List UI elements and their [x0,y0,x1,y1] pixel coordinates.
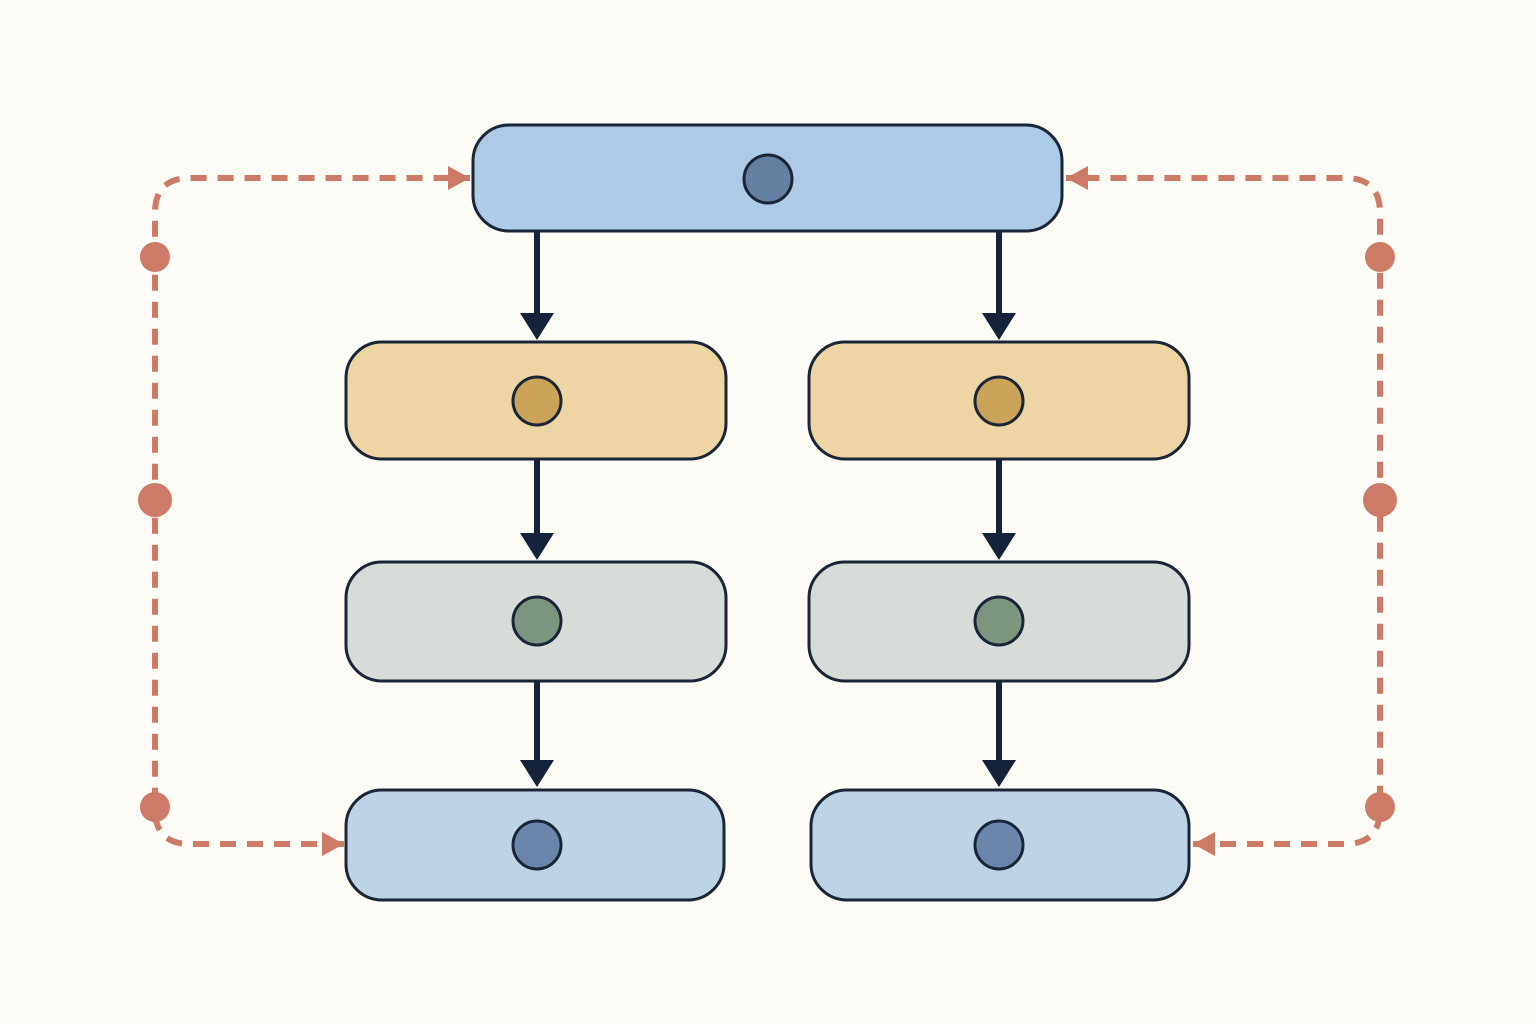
right-feedback-marker-1 [1365,242,1395,272]
right-stage-2-node-dot [973,595,1025,647]
arrowhead-left-2-to-left-3 [520,760,554,787]
arrowhead-right-2-to-right-3 [982,760,1016,787]
right-feedback-marker-2 [1363,483,1397,517]
top-node-dot [742,153,794,205]
arrowhead-right-1-to-right-2 [982,533,1016,560]
left-stage-3-node [344,788,726,902]
solid-arrows [520,231,1016,787]
right-stage-3-node-dot [973,819,1025,871]
right-stage-2-node [807,560,1191,683]
left-feedback-arrowhead-top [448,166,470,190]
arrowhead-left-1-to-left-2 [520,533,554,560]
left-feedback-marker-3 [140,792,170,822]
nodes [344,123,1191,902]
left-feedback-marker-2 [138,483,172,517]
right-feedback-arrowhead-top [1066,166,1088,190]
right-stage-1-node-dot [973,375,1025,427]
left-stage-1-node-dot [511,375,563,427]
right-feedback-arrowhead-bottom [1193,832,1215,856]
left-stage-2-node [344,560,728,683]
left-stage-3-node-dot [511,819,563,871]
arrowhead-top-to-left-1 [520,313,554,340]
feedback-loops [138,166,1397,856]
right-feedback-edge [1066,175,1383,847]
left-feedback-edge [152,175,470,847]
right-feedback-marker-3 [1365,792,1395,822]
right-stage-1-node [807,340,1191,461]
right-stage-3-node [809,788,1191,902]
top-node [471,123,1064,233]
left-feedback-arrowhead-bottom [322,832,344,856]
left-stage-2-node-dot [511,595,563,647]
left-stage-1-node [344,340,728,461]
arrowhead-top-to-right-1 [982,313,1016,340]
left-feedback-marker-1 [140,242,170,272]
